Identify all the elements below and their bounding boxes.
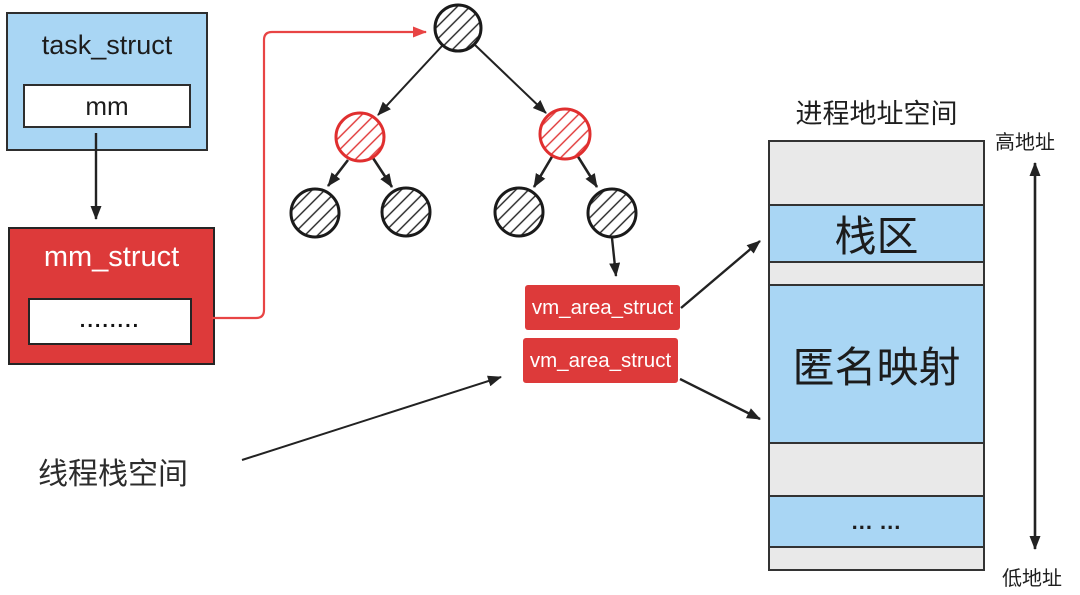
- mm-struct-title: mm_struct: [43, 241, 180, 273]
- tree-node-right-left: [493, 186, 545, 238]
- tree-edge-root-left: [377, 45, 443, 116]
- tree-edge-root-right: [474, 44, 547, 114]
- memory-segment: [770, 546, 983, 569]
- tree-node-root: [433, 3, 483, 53]
- tree-node-left-right: [380, 186, 432, 238]
- memory-segment-ellipsis: ... ...: [770, 495, 983, 546]
- memory-segment-anon-mapping: 匿名映射: [770, 284, 983, 442]
- memory-segment: [770, 442, 983, 495]
- process-address-space-column: 栈区 匿名映射 ... ...: [768, 140, 985, 571]
- task-struct-title: task_struct: [41, 30, 173, 60]
- memory-segment: [770, 261, 983, 284]
- tree-edge-right-rr: [575, 154, 599, 188]
- mm-struct-to-tree-connector: [212, 26, 427, 320]
- tree-node-left-left: [289, 187, 341, 239]
- vma2-to-anon-arrow: [679, 377, 761, 421]
- tree-edge-right-rl: [532, 154, 555, 188]
- tree-node-left-red: [334, 111, 386, 163]
- high-address-label: 高地址: [995, 132, 1055, 154]
- tree-leaf-to-vma-arrow: [609, 237, 621, 277]
- task-struct-mm-field: mm: [23, 84, 191, 128]
- vma1-to-stack-arrow: [680, 240, 761, 309]
- mm-struct-dots-field: ........: [28, 298, 192, 345]
- memory-segment-stack: 栈区: [770, 204, 983, 261]
- tree-edge-left-ll: [326, 159, 350, 187]
- process-address-space-title: 进程地址空间: [795, 99, 958, 129]
- tree-edge-left-lr: [371, 157, 394, 188]
- tree-node-right-right: [586, 187, 638, 239]
- thread-stack-to-vma2-arrow: [241, 375, 502, 461]
- vm-area-struct-box-2: vm_area_struct: [523, 338, 678, 383]
- mm-struct-box: mm_struct ........: [8, 227, 215, 365]
- vm-area-struct-box-1: vm_area_struct: [525, 285, 680, 330]
- task-struct-box: task_struct mm: [6, 12, 208, 151]
- low-address-label: 低地址: [1002, 568, 1062, 590]
- tree-node-right-red: [538, 107, 592, 161]
- memory-segment: [770, 142, 983, 204]
- thread-stack-space-label: 线程栈空间: [38, 458, 188, 491]
